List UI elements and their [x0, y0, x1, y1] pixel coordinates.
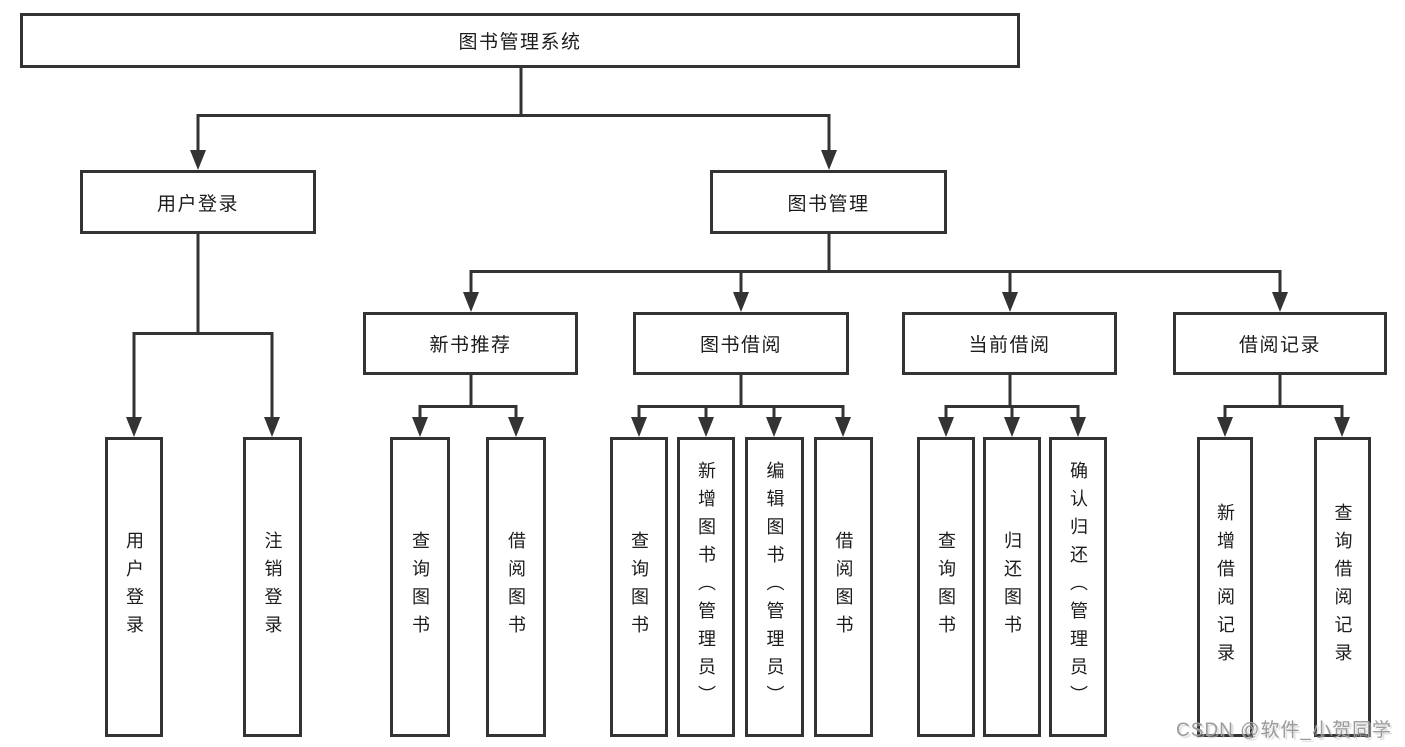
arrowhead — [463, 292, 479, 312]
arrowhead — [190, 150, 206, 170]
arrowhead — [1272, 292, 1288, 312]
leaf-label: 编辑图书（管理员） — [764, 461, 785, 713]
leaf-label: 查询图书 — [936, 531, 956, 643]
leaf-add-books-admin: 新增图书（管理员） — [677, 437, 735, 737]
leaf-label: 查询借阅记录 — [1332, 503, 1353, 671]
arrowhead — [1334, 417, 1350, 437]
arrowhead — [1002, 292, 1018, 312]
arrowhead — [821, 150, 837, 170]
arrowhead — [938, 417, 954, 437]
connector-borrow-records — [1217, 375, 1350, 437]
leaf-user-login: 用户登录 — [105, 437, 163, 737]
leaf-return-books: 归还图书 — [983, 437, 1041, 737]
arrowhead — [766, 417, 782, 437]
connector-book-management — [463, 234, 1288, 312]
arrowhead — [733, 292, 749, 312]
arrowhead — [412, 417, 428, 437]
leaf-label: 新增借阅记录 — [1215, 503, 1235, 671]
leaf-confirm-return-admin: 确认归还（管理员） — [1049, 437, 1107, 737]
node-borrow-records: 借阅记录 — [1173, 312, 1387, 375]
arrowhead — [835, 417, 851, 437]
node-current-borrow: 当前借阅 — [902, 312, 1117, 375]
arrowhead — [698, 417, 714, 437]
node-book-borrow: 图书借阅 — [633, 312, 849, 375]
leaf-label: 归还图书 — [1002, 531, 1022, 643]
leaf-query-borrow-record: 查询借阅记录 — [1314, 437, 1371, 737]
connector-root — [190, 68, 837, 170]
leaf-query-books-current: 查询图书 — [917, 437, 975, 737]
node-user-login: 用户登录 — [80, 170, 316, 234]
leaf-query-books-recommend: 查询图书 — [390, 437, 450, 737]
leaf-add-borrow-record: 新增借阅记录 — [1197, 437, 1253, 737]
arrowhead — [631, 417, 647, 437]
leaf-label: 查询图书 — [629, 531, 649, 643]
arrowhead — [1217, 417, 1233, 437]
leaf-logout: 注销登录 — [243, 437, 302, 737]
leaf-query-books-borrow: 查询图书 — [610, 437, 668, 737]
leaf-label: 确认归还（管理员） — [1068, 461, 1088, 713]
arrowhead — [126, 417, 142, 437]
leaf-label: 新增图书（管理员） — [696, 461, 716, 713]
leaf-label: 借阅图书 — [506, 531, 526, 643]
node-root: 图书管理系统 — [20, 13, 1020, 68]
arrowhead — [1004, 417, 1020, 437]
leaf-edit-books-admin: 编辑图书（管理员） — [745, 437, 804, 737]
connector-current-borrow — [938, 375, 1086, 437]
connector-new-book-recommend — [412, 375, 524, 437]
leaf-label: 用户登录 — [124, 531, 144, 643]
node-new-book-recommend: 新书推荐 — [363, 312, 578, 375]
connector-user-login — [126, 234, 280, 437]
leaf-label: 注销登录 — [262, 531, 283, 643]
leaf-borrow-books: 借阅图书 — [814, 437, 873, 737]
leaf-label: 查询图书 — [410, 531, 430, 643]
arrowhead — [264, 417, 280, 437]
leaf-borrow-books-recommend: 借阅图书 — [486, 437, 546, 737]
watermark: CSDN @软件_小贺同学 — [1176, 720, 1392, 741]
node-book-management: 图书管理 — [710, 170, 947, 234]
arrowhead — [508, 417, 524, 437]
leaf-label: 借阅图书 — [833, 531, 854, 643]
arrowhead — [1070, 417, 1086, 437]
connector-book-borrow — [631, 375, 851, 437]
